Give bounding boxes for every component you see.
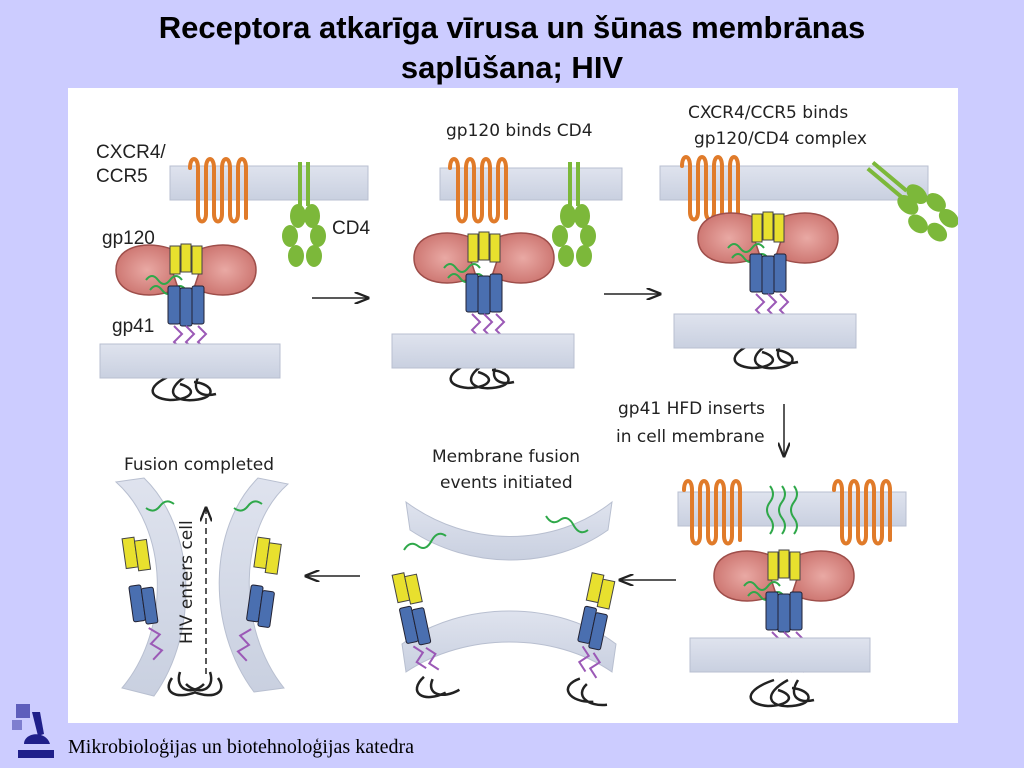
viral-membrane-1 [99, 343, 281, 379]
slide-title: Receptora atkarīga vīrusa un šūnas membr… [0, 8, 1024, 88]
label-cd4: CD4 [332, 218, 370, 239]
label-cxcr4: CXCR4/ [96, 142, 166, 163]
step6-label: Fusion completed [124, 455, 274, 475]
step4-label-line1: gp41 HFD inserts [618, 399, 765, 419]
panel-1-initial: CXCR4/ CCR5 CD4 gp120 gp41 [96, 142, 370, 402]
department-name: Mikrobioloģijas un biotehnoloģijas kated… [68, 736, 415, 758]
step3-label-line1: CXCR4/CCR5 binds [688, 103, 848, 123]
panel-5-fusion-initiated: Membrane fusion events initiated [391, 447, 617, 707]
panel-2-gp120-binds-cd4: gp120 binds CD4 [391, 121, 623, 390]
panel-3-coreceptor-binds: CXCR4/CCR5 binds gp120/CD4 complex [659, 103, 958, 370]
footer: Mikrobioloģijas un biotehnoloģijas kated… [0, 700, 1024, 768]
title-line-1: Receptora atkarīga vīrusa un šūnas membr… [158, 10, 866, 45]
fusion-diagram: CXCR4/ CCR5 CD4 gp120 gp41 gp120 binds C… [68, 88, 958, 723]
cell-membrane-1 [169, 165, 369, 201]
label-ccr5: CCR5 [96, 166, 148, 187]
title-line-2: saplūšana; HIV [400, 50, 624, 85]
step3-label-line2: gp120/CD4 complex [694, 129, 867, 149]
microscope-icon [12, 704, 54, 758]
step5-label-line2: events initiated [440, 473, 573, 493]
step5-label-line1: Membrane fusion [432, 447, 580, 467]
panel-6-fusion-completed: Fusion completed HIV enters cell [114, 455, 290, 697]
panel-4-hfd-inserts [677, 479, 907, 708]
label-gp41: gp41 [112, 316, 154, 337]
step4-label-line2: in cell membrane [616, 427, 765, 447]
step2-label: gp120 binds CD4 [446, 121, 593, 141]
enters-label: HIV enters cell [177, 520, 197, 644]
label-gp120: gp120 [102, 228, 155, 249]
